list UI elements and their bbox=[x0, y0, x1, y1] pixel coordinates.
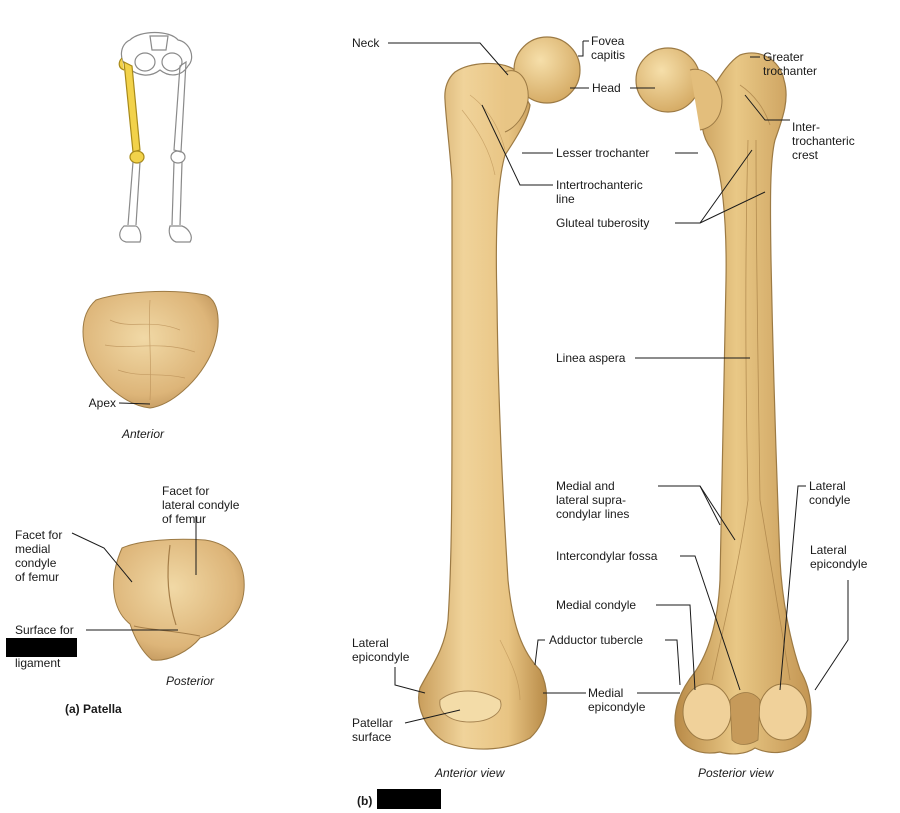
leader-lateral-epicondyle-left bbox=[394, 667, 426, 694]
leader-supracondylar-2 bbox=[699, 485, 721, 526]
leader-facet-medial bbox=[71, 532, 133, 583]
label-lesser-trochanter: Lesser trochanter bbox=[556, 146, 650, 160]
label-adductor-tubercle: Adductor tubercle bbox=[549, 633, 644, 647]
part-a-letter: (a) bbox=[65, 702, 80, 716]
label-surface-for: Surface for bbox=[15, 623, 74, 637]
femur-anterior-bone bbox=[418, 62, 548, 750]
femur-posterior-texture bbox=[711, 84, 791, 681]
part-b-letter: (b) bbox=[357, 794, 373, 808]
label-lateral-epicondyle-posterior: Lateral epicondyle bbox=[810, 543, 868, 571]
femur-posterior-bone bbox=[674, 52, 812, 755]
leader-gluteal-2 bbox=[699, 191, 766, 224]
label-gluteal-tuberosity: Gluteal tuberosity bbox=[556, 216, 650, 230]
leader-intercondylar-fossa bbox=[680, 555, 741, 691]
label-supracondylar-lines: Medial and lateral supra- condylar lines bbox=[556, 479, 630, 521]
patella-anterior-texture bbox=[104, 299, 196, 401]
leader-lateral-epicondyle-right bbox=[814, 580, 849, 691]
part-a-title: (a) Patella bbox=[65, 702, 122, 716]
label-head: Head bbox=[592, 81, 621, 95]
label-neck: Neck bbox=[352, 36, 380, 50]
caption-patella-anterior: Anterior bbox=[122, 427, 165, 441]
femur-posterior-lateral-condyle bbox=[758, 683, 808, 741]
leader-intertrochanteric-crest bbox=[744, 94, 790, 121]
leader-lateral-condyle bbox=[779, 485, 806, 691]
label-patellar-surface: Patellar surface bbox=[352, 716, 393, 744]
femur-posterior-head bbox=[635, 47, 701, 113]
label-apex: Apex bbox=[88, 396, 116, 410]
leader-fovea bbox=[578, 41, 584, 57]
patella-posterior-bone bbox=[113, 538, 245, 661]
caption-patella-posterior: Posterior bbox=[166, 674, 215, 688]
label-fovea-capitis: Fovea capitis bbox=[591, 34, 626, 62]
femur-posterior-neck bbox=[689, 68, 723, 131]
part-a-name: Patella bbox=[83, 702, 122, 716]
caption-femur-posterior-view: Posterior view bbox=[698, 766, 774, 780]
femur-anterior-neck bbox=[504, 70, 529, 133]
femur-posterior-medial-condyle bbox=[682, 683, 732, 741]
label-facet-medial-condyle: Facet for medial condyle of femur bbox=[15, 528, 63, 584]
caption-femur-anterior-view: Anterior view bbox=[435, 766, 505, 780]
label-medial-condyle: Medial condyle bbox=[556, 598, 637, 612]
label-facet-lateral-condyle: Facet for lateral condyle of femur bbox=[162, 484, 240, 526]
redacted-part-b-name bbox=[377, 789, 441, 809]
leader-apex bbox=[118, 402, 151, 405]
label-intertrochanteric-crest: Inter- trochanteric crest bbox=[792, 120, 855, 162]
leader-patellar-surface bbox=[404, 709, 461, 724]
label-lateral-condyle: Lateral condyle bbox=[809, 479, 851, 507]
femur-posterior-intercondylar-fossa bbox=[729, 692, 761, 745]
label-ligament: ligament bbox=[15, 656, 61, 670]
redacted-ligament-name bbox=[6, 638, 77, 657]
femur-anterior-head bbox=[513, 36, 581, 104]
leader-lines bbox=[71, 40, 849, 724]
leader-medial-condyle bbox=[656, 604, 696, 691]
leader-adductor-left bbox=[534, 639, 545, 666]
leader-neck bbox=[388, 42, 509, 76]
femur-anterior-texture bbox=[461, 94, 521, 701]
label-lateral-epicondyle-anterior: Lateral epicondyle bbox=[352, 636, 410, 664]
leader-intertrochanteric-line bbox=[481, 104, 553, 186]
label-greater-trochanter: Greater trochanter bbox=[763, 50, 818, 78]
leader-adductor-tubercle bbox=[665, 639, 681, 686]
label-medial-epicondyle: Medial epicondyle bbox=[588, 686, 646, 714]
femur-anterior-patellar-surface bbox=[439, 690, 502, 723]
skeleton-thumbnail bbox=[118, 31, 193, 243]
label-linea-aspera: Linea aspera bbox=[556, 351, 626, 365]
label-intertrochanteric-line: Intertrochanteric line bbox=[556, 178, 643, 206]
patella-anterior-bone bbox=[82, 290, 219, 409]
label-intercondylar-fossa: Intercondylar fossa bbox=[556, 549, 658, 563]
patella-posterior-ridge bbox=[167, 544, 177, 626]
